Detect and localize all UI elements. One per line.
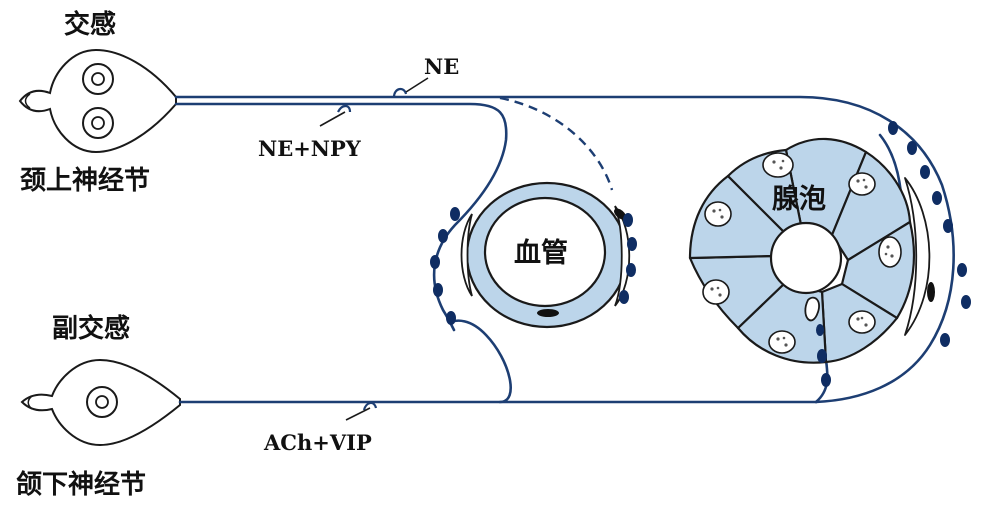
label-leader-lines bbox=[319, 77, 429, 421]
superior-cervical-ganglion-label: 颈上神经节 bbox=[20, 166, 151, 196]
submandibular-ganglion-neuron bbox=[20, 358, 181, 447]
blood-vessel bbox=[460, 181, 631, 329]
submandibular-ganglion-label: 颌下神经节 bbox=[16, 470, 147, 500]
blood-vessel-label: 血管 bbox=[514, 238, 568, 269]
sympathetic-label: 交感 bbox=[64, 10, 117, 40]
ne-npy-label: NE+NPY bbox=[258, 136, 361, 161]
dashed-nerve-branch bbox=[499, 96, 614, 191]
vessel-varicosities bbox=[430, 207, 637, 325]
synapse-marks bbox=[337, 87, 408, 411]
ne-label: NE bbox=[424, 54, 460, 79]
acinus bbox=[688, 137, 935, 364]
parasympathetic-label: 副交感 bbox=[52, 314, 131, 344]
acinus-varicosities bbox=[816, 121, 971, 387]
superior-cervical-ganglion-neuron bbox=[18, 48, 177, 154]
acinus-label: 腺泡 bbox=[772, 184, 826, 215]
ach-vip-label: ACh+VIP bbox=[264, 430, 372, 455]
